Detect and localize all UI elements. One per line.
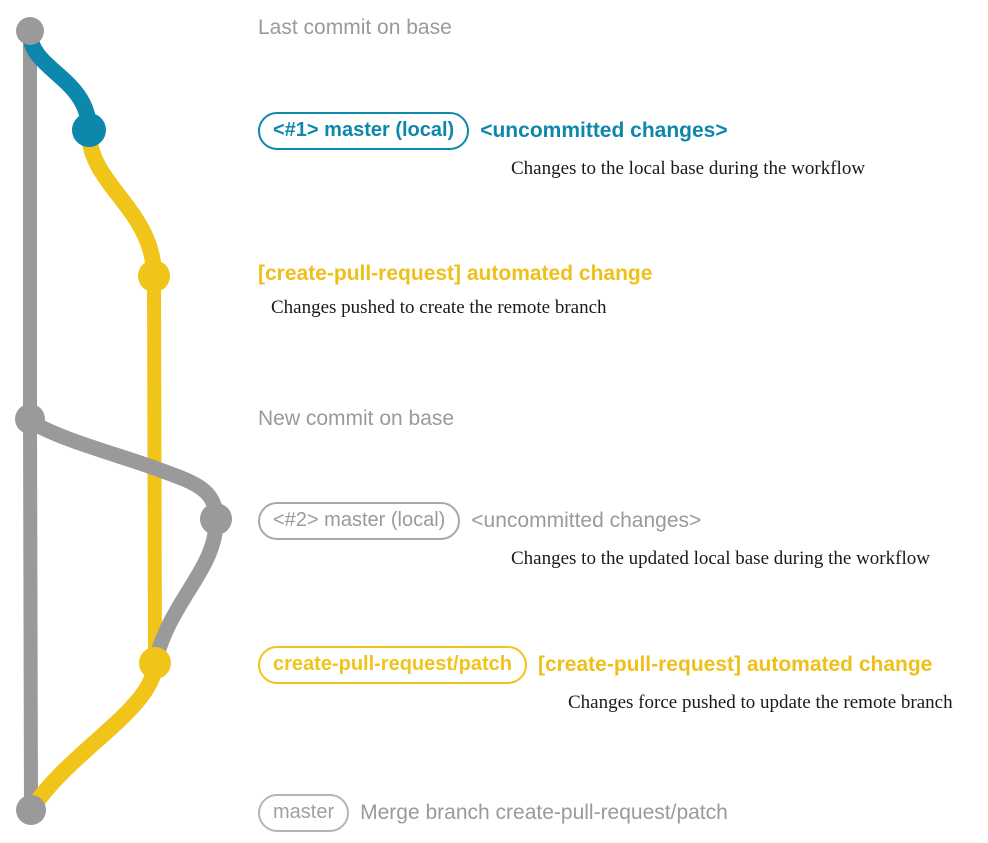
commit-node-local-2[interactable] <box>200 503 232 535</box>
commit-node-base-1[interactable] <box>16 17 44 45</box>
entry-local-1: <#1> master (local) <uncommitted changes… <box>258 112 865 180</box>
commit-title: New commit on base <box>258 407 455 430</box>
commit-node-remote-2[interactable] <box>139 647 171 679</box>
commit-title: Last commit on base <box>258 16 452 39</box>
commit-title: [create-pull-request] automated change <box>258 262 653 285</box>
branch-pill-remote-2[interactable]: create-pull-request/patch <box>258 646 527 684</box>
commit-node-local-1[interactable] <box>72 113 106 147</box>
commit-description: Changes to the local base during the wor… <box>511 158 866 179</box>
local-to-remote-line <box>147 513 224 671</box>
commit-title: <uncommitted changes> <box>480 119 728 142</box>
entry-local-2: <#2> master (local) <uncommitted changes… <box>258 502 930 570</box>
commit-title: <uncommitted changes> <box>471 509 702 532</box>
commit-description: Changes to the updated local base during… <box>511 548 930 569</box>
commit-description: Changes pushed to create the remote bran… <box>271 297 607 318</box>
entry-new-commit-on-base: New commit on base <box>258 407 454 431</box>
commit-node-base-3[interactable] <box>16 795 46 825</box>
commit-title: Merge branch create-pull-request/patch <box>360 801 728 824</box>
commit-node-remote-1[interactable] <box>138 260 170 292</box>
branch-pill-local-2[interactable]: <#2> master (local) <box>258 502 461 540</box>
commit-title: [create-pull-request] automated change <box>537 653 933 676</box>
local-branch-line-2 <box>22 413 224 527</box>
branch-pill-master[interactable]: master <box>258 794 350 832</box>
entry-merge: master Merge branch create-pull-request/… <box>258 794 728 832</box>
commit-node-base-2[interactable] <box>15 404 45 434</box>
branch-pill-local-1[interactable]: <#1> master (local) <box>258 112 470 150</box>
remote-merge-line <box>23 657 163 818</box>
remote-branch-line-1 <box>81 124 162 284</box>
entry-remote-2: create-pull-request/patch [create-pull-r… <box>258 646 953 714</box>
commit-description: Changes force pushed to update the remot… <box>568 692 953 713</box>
entry-last-commit-on-base: Last commit on base <box>258 16 452 40</box>
entry-remote-1: [create-pull-request] automated change C… <box>258 262 652 319</box>
